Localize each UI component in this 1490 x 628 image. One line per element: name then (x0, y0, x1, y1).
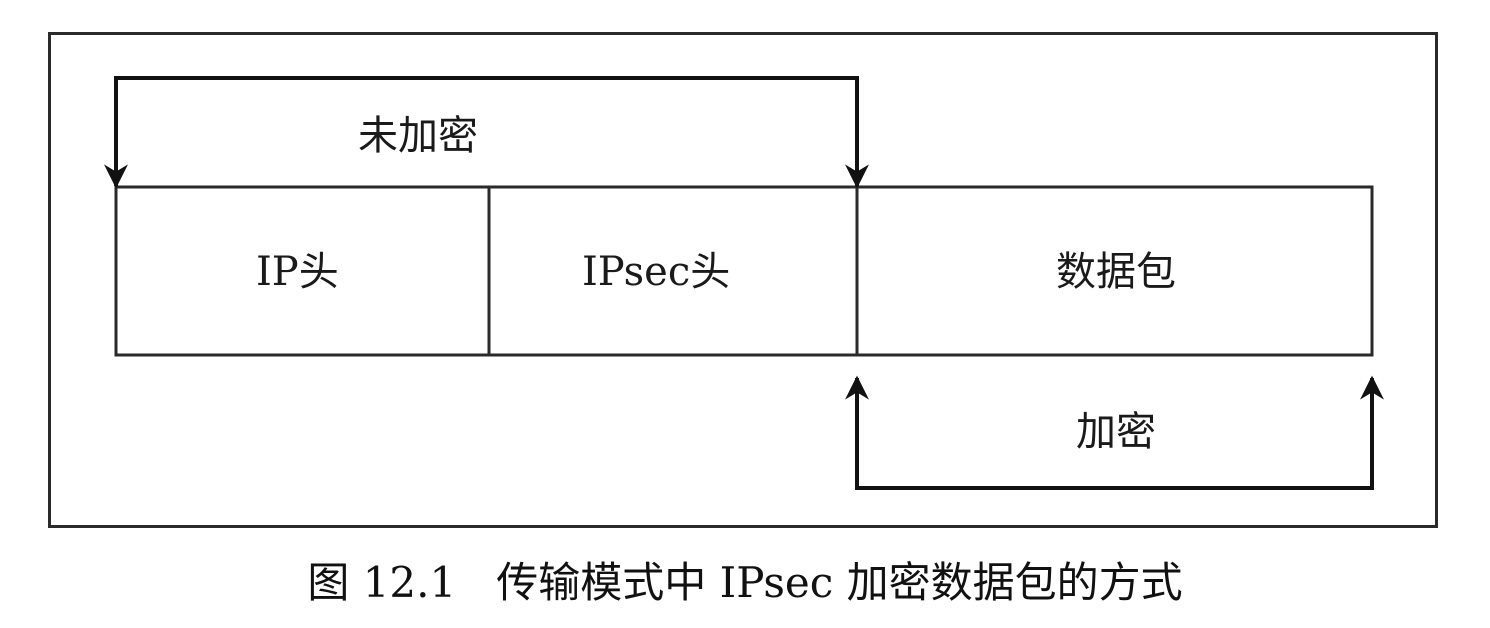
figure-caption: 图 12.1 传输模式中 IPsec 加密数据包的方式 (0, 562, 1490, 604)
segment-payload-label: 数据包 (1056, 249, 1176, 295)
unencrypted-bracket-arrow (104, 76, 869, 189)
segment-payload-box (855, 185, 1374, 357)
segment-ip-header-label: IP头 (256, 249, 339, 295)
figure-number: 图 12.1 (307, 558, 457, 607)
encrypted-label: 加密 (1076, 409, 1156, 455)
segment-ipsec-header-label: IPsec头 (582, 249, 731, 295)
unencrypted-label: 未加密 (358, 113, 478, 159)
encrypted-bracket-arrow (845, 375, 1384, 490)
figure-title: 传输模式中 IPsec 加密数据包的方式 (496, 558, 1183, 607)
figure-frame (48, 32, 1438, 528)
